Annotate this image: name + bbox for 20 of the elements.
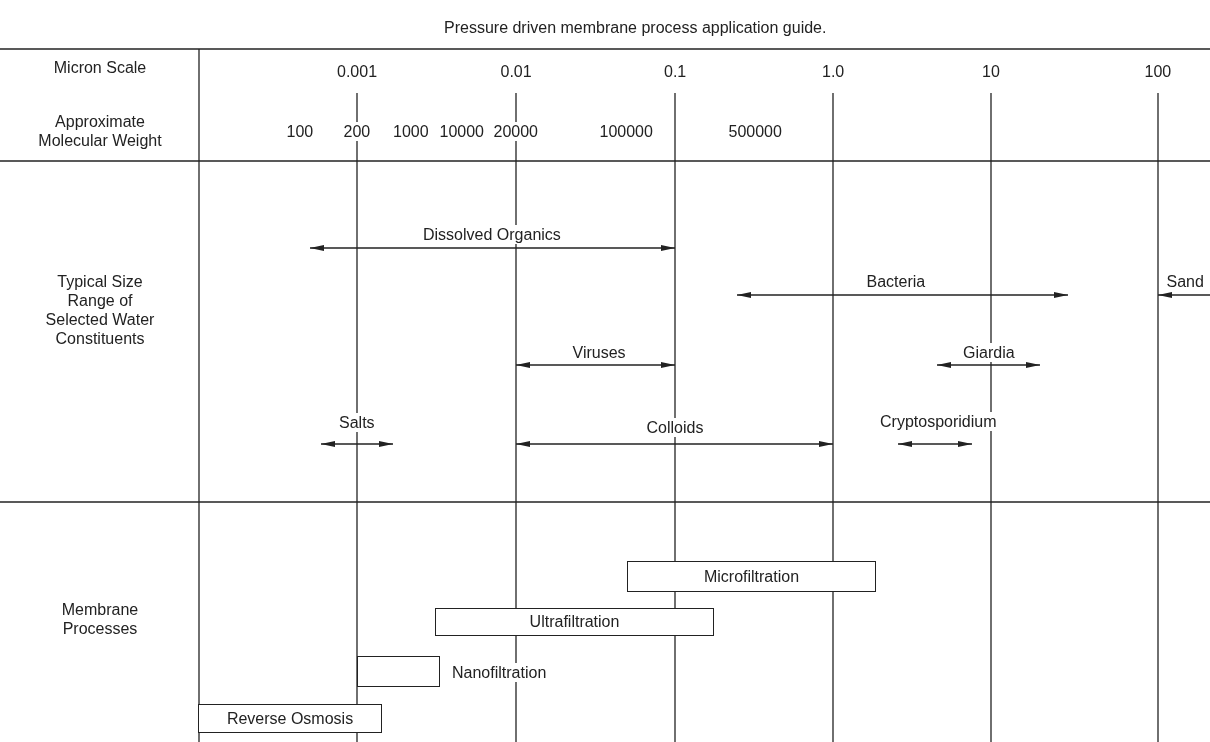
row-header: Typical Size Range of Selected Water Constituents <box>44 272 156 348</box>
range-label: Cryptosporidium <box>878 412 999 431</box>
molecular-weight-label: 200 <box>341 122 373 141</box>
process-bar <box>198 704 382 733</box>
range-label: Colloids <box>644 418 706 437</box>
range-label: Giardia <box>961 343 1017 362</box>
diagram-title: Pressure driven membrane process application guide. <box>444 18 827 37</box>
process-bar <box>357 656 440 687</box>
process-label: Ultrafiltration <box>529 613 620 631</box>
process-bar <box>435 608 714 636</box>
row-header: Micron Scale <box>52 58 148 77</box>
process-bar <box>627 561 876 592</box>
range-label: Salts <box>337 413 377 432</box>
range-label: Dissolved Organics <box>421 225 563 244</box>
process-label: Microfiltration <box>703 567 800 586</box>
process-label: Reverse Osmosis <box>226 709 354 728</box>
row-header: Membrane Processes <box>60 600 140 638</box>
row-header: Approximate Molecular Weight <box>37 112 163 150</box>
process-label: Nanofiltration <box>450 662 549 682</box>
molecular-weight-label: 20000 <box>491 122 540 141</box>
